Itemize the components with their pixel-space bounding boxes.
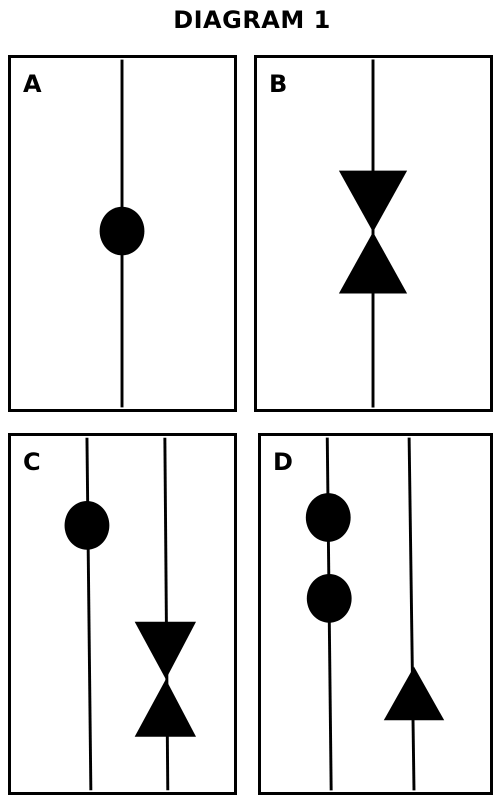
up-triangle-symbol: [338, 232, 408, 294]
vertical-line: [407, 437, 416, 791]
panel-c: C: [8, 433, 237, 795]
circle-symbol: [99, 206, 145, 256]
vertical-line: [85, 437, 93, 791]
panel-label: B: [269, 70, 288, 98]
panel-a: A: [8, 55, 237, 412]
panel-b-figure: [338, 59, 408, 408]
circle-symbol: [64, 501, 110, 550]
circle-symbol: [306, 574, 352, 623]
down-triangle-symbol: [134, 621, 197, 680]
panel-c-figure: [64, 437, 197, 791]
panel-b: B: [254, 55, 493, 412]
circle-symbol: [305, 493, 351, 542]
diagram-title: DIAGRAM 1: [173, 6, 331, 34]
panel-label: D: [273, 448, 293, 476]
panel-d: D: [258, 433, 493, 795]
panel-label: A: [23, 70, 42, 98]
up-triangle-symbol: [134, 679, 197, 737]
panel-a-figure: [99, 59, 145, 408]
vertical-line: [163, 437, 170, 791]
down-triangle-symbol: [338, 170, 408, 233]
panel-label: C: [23, 448, 41, 476]
up-triangle-symbol: [383, 666, 445, 721]
panel-d-figure: [305, 437, 445, 791]
